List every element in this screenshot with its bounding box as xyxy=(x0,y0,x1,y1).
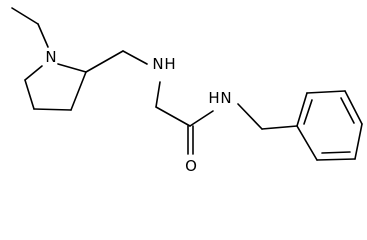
molecule-diagram: N N H H N O xyxy=(11,7,363,175)
bond-benzene-3 xyxy=(354,123,363,160)
bond-c2-ch2 xyxy=(85,50,124,73)
bond-benzene-4 xyxy=(344,90,363,125)
benzene-ring xyxy=(296,90,363,161)
bond-ring-c2-c3 xyxy=(70,71,87,111)
amine-nitrogen-label: N xyxy=(152,55,163,73)
bond-amide-n-ch2 xyxy=(237,103,263,130)
amide-nitrogen-label: N xyxy=(220,89,231,107)
amide-hydrogen-label: H xyxy=(208,89,219,107)
benzyl-group xyxy=(237,103,298,130)
bond-benzene-inner-c xyxy=(303,99,313,125)
bond-benzene-6 xyxy=(296,92,308,127)
bond-benzene-2 xyxy=(316,158,356,161)
pyrrolidine-ring xyxy=(24,63,87,111)
bond-ring-c3-c4 xyxy=(33,108,72,111)
bond-ethyl-ch3-ch2 xyxy=(11,7,39,25)
bond-benzene-inner-a xyxy=(321,151,351,154)
ethyl-group xyxy=(11,7,49,48)
atom-labels: N N H H N O xyxy=(45,48,231,175)
bond-carbonyl-c-amide-n xyxy=(189,110,214,127)
bond-ethyl-ch2-n xyxy=(37,23,49,48)
bond-benzene-5 xyxy=(306,90,346,94)
amine-hydrogen-label: H xyxy=(164,55,175,73)
bond-benzene-inner-b xyxy=(340,97,355,124)
glycinamide-chain xyxy=(155,81,214,155)
bond-amine-n-ch2 xyxy=(155,81,161,108)
bond-ring-n-c2 xyxy=(57,63,87,73)
bond-ch2-ring xyxy=(261,125,298,130)
methylene-linker xyxy=(85,50,148,73)
bond-ch2-carbonyl-c xyxy=(155,106,191,127)
bond-benzene-1 xyxy=(296,125,318,161)
bond-ring-c5-n xyxy=(24,65,43,81)
bond-ring-c4-c5 xyxy=(24,79,35,110)
ring-nitrogen-label: N xyxy=(45,48,56,66)
carbonyl-oxygen-label: O xyxy=(185,157,197,175)
bond-ch2-amine-n xyxy=(122,50,148,65)
